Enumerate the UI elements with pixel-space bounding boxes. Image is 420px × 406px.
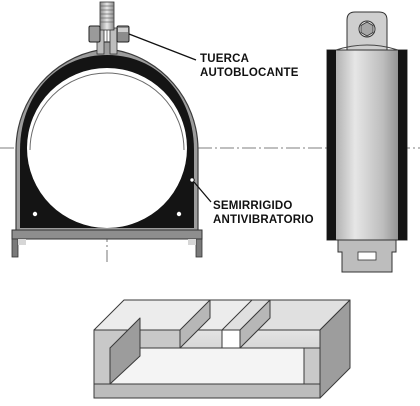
c-channel-rail-icon	[93, 299, 351, 399]
label-line: SEMIRRIGIDO	[213, 200, 293, 212]
label-semirrigido-antivibratorio: SEMIRRIGIDO ANTIVIBRATORIO	[213, 199, 314, 227]
label-line: TUERCA	[200, 53, 250, 65]
leader-lines	[128, 33, 212, 203]
label-line: ANTIVIBRATORIO	[213, 214, 314, 226]
label-tuerca-autoblocante: TUERCA AUTOBLOCANTE	[200, 52, 299, 80]
pipe-clamp-front-view	[11, 1, 203, 258]
label-line: AUTOBLOCANTE	[200, 67, 299, 79]
pipe-clamp-side-view	[326, 11, 408, 273]
lock-nut-icon	[88, 25, 130, 43]
